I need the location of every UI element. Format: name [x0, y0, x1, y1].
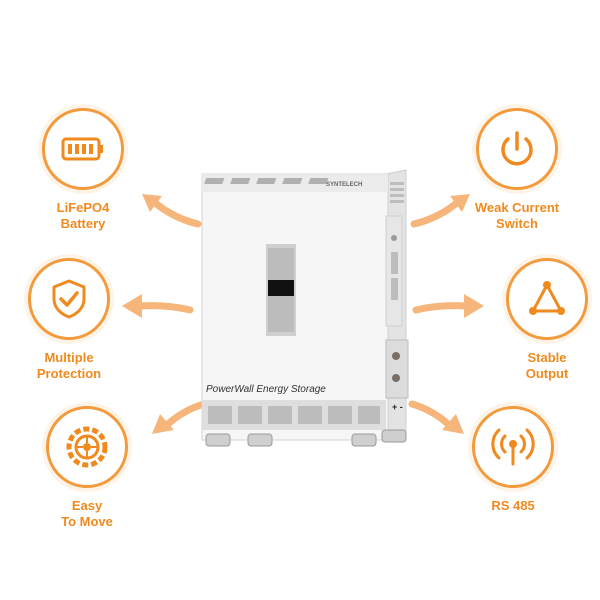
feature-label: Easy To Move: [61, 498, 113, 529]
polarity-label: + -: [392, 402, 403, 412]
battery-icon-circle: [42, 108, 124, 190]
triangle-icon-circle: [506, 258, 588, 340]
device-illustration: [201, 169, 409, 447]
power-icon: [501, 131, 533, 166]
arrow-mid-left: [122, 294, 194, 318]
feature-label: Multiple Protection: [36, 350, 102, 381]
feature-rs485: RS 485: [448, 406, 578, 514]
arrow-mid-right: [412, 294, 484, 318]
feature-protection: Multiple Protection: [4, 258, 134, 382]
powerwall-device: SYNTELECH PowerWall Energy Storage + -: [196, 168, 414, 448]
shield-icon-circle: [28, 258, 110, 340]
feature-label: Stable Output: [525, 350, 569, 381]
arrow-top-right: [410, 194, 470, 228]
arrow-bottom-right: [408, 400, 464, 434]
device-brand: SYNTELECH: [326, 182, 363, 188]
feature-weak-switch: Weak Current Switch: [452, 108, 582, 232]
shield-check-icon: [52, 279, 86, 319]
wheel-icon: [66, 426, 108, 468]
feature-label: RS 485: [491, 498, 535, 513]
triangle-network-icon: [529, 281, 565, 315]
arrow-bottom-left: [152, 400, 208, 434]
feature-label: LiFePO4 Battery: [56, 200, 110, 231]
feature-move: Easy To Move: [22, 406, 152, 530]
device-name: PowerWall Energy Storage: [206, 384, 326, 395]
battery-icon: [61, 137, 103, 161]
signal-tower-icon: [491, 428, 535, 466]
feature-lifepo4: LiFePO4 Battery: [18, 108, 148, 232]
power-icon-circle: [476, 108, 558, 190]
feature-label: Weak Current Switch: [474, 200, 560, 231]
signal-icon-circle: [472, 406, 554, 488]
feature-stable: Stable Output: [482, 258, 600, 382]
wheel-icon-circle: [46, 406, 128, 488]
arrow-top-left: [142, 194, 202, 228]
